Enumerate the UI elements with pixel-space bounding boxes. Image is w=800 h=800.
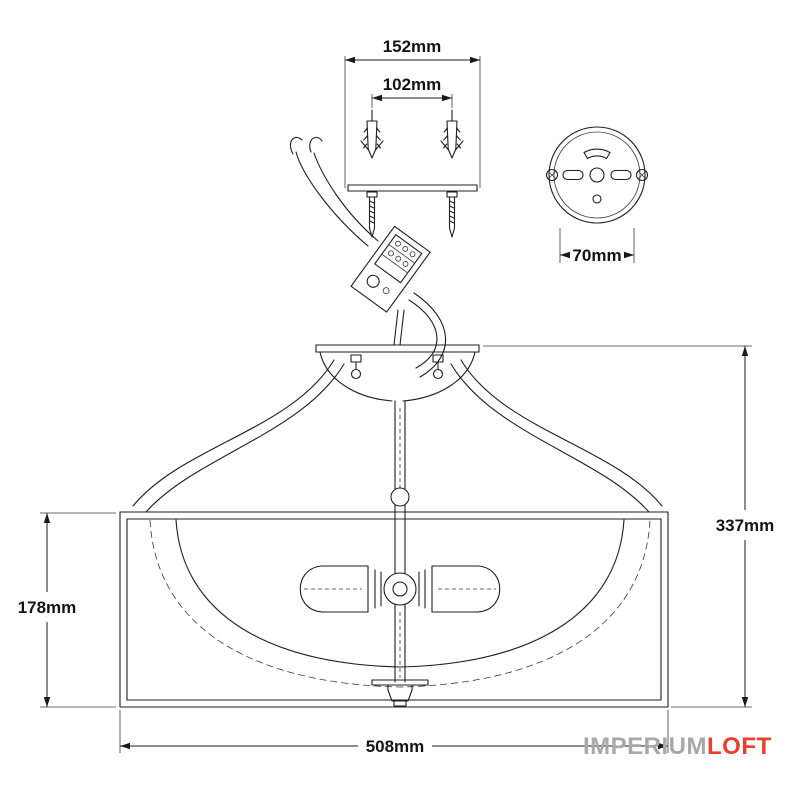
plate-center-hole <box>589 167 605 183</box>
watermark-brand-gray: IMPERIUM <box>583 733 707 760</box>
wire <box>295 151 369 247</box>
mounting-strap <box>347 184 478 192</box>
wire <box>313 152 379 242</box>
plate-arc-slot <box>583 148 611 160</box>
terminal-block <box>374 234 423 284</box>
plate-slot-right <box>610 169 632 181</box>
dim-label-508: 508mm <box>366 737 425 756</box>
plate-screw-left <box>545 168 559 182</box>
arm-right-outer <box>460 359 663 507</box>
dim-label-102: 102mm <box>383 75 442 94</box>
shade-outer-frame <box>119 511 669 708</box>
arrowhead <box>345 56 355 64</box>
mounting-screw-right <box>446 191 458 238</box>
dim-label-70: 70mm <box>572 246 621 265</box>
dim-bracket-width: 152mm <box>345 37 480 64</box>
power-wires <box>289 136 379 247</box>
dim-fixture-height: 337mm <box>483 345 775 708</box>
arrowhead <box>442 94 452 102</box>
wires-to-canopy <box>408 292 447 378</box>
canopy-bell-left <box>319 351 393 402</box>
dim-shade-height: 178mm <box>18 512 116 708</box>
canopy-hook-right <box>432 354 444 380</box>
arrowhead <box>43 513 51 523</box>
hub-inner <box>392 581 408 597</box>
arrowhead <box>741 697 749 707</box>
plate-outer-ring <box>548 126 646 224</box>
arm-left-inner <box>145 363 345 513</box>
shade-diffuser-curve <box>149 519 651 688</box>
ceiling-plate-top-view: 70mm <box>545 126 649 265</box>
arrowhead <box>43 697 51 707</box>
dim-shade-diameter: 508mm <box>119 710 669 756</box>
bulbs-assembly <box>299 565 501 683</box>
support-arms <box>132 359 663 513</box>
stem-ball <box>390 487 410 507</box>
drum-shade <box>119 511 669 708</box>
dim-anchor-spacing: 102mm <box>372 75 452 102</box>
arrowhead <box>372 94 382 102</box>
center-stem <box>390 400 410 575</box>
bulb-right-glass <box>431 565 501 613</box>
junction-box <box>350 225 431 313</box>
wire-end-curl <box>309 136 323 153</box>
bulb-left-glass <box>299 565 369 613</box>
wire-end-curl <box>289 136 303 155</box>
hanging-loop <box>366 274 380 288</box>
wall-anchor-right <box>440 109 464 159</box>
mounting-hardware-detail: 152mm 102mm <box>344 37 481 238</box>
canopy-hook-left <box>350 354 362 380</box>
plate-inner-ring <box>553 131 641 219</box>
plate-slot-left <box>562 169 584 181</box>
watermark-brand-accent: LOFT <box>707 733 772 760</box>
plate-screw-right <box>635 168 649 182</box>
arm-left-outer <box>132 359 335 507</box>
dim-label-152: 152mm <box>383 37 442 56</box>
dim-plate-diameter: 70mm <box>559 228 635 265</box>
watermark: IMPERIUMLOFT <box>583 733 772 760</box>
center-hub <box>383 572 417 606</box>
arrowhead <box>741 346 749 356</box>
arrowhead <box>120 742 130 750</box>
dim-label-178: 178mm <box>18 598 77 617</box>
bottom-finial <box>371 679 429 707</box>
wall-anchor-left <box>360 109 384 159</box>
arrowhead <box>624 251 634 259</box>
plate-small-hole <box>592 194 602 204</box>
arm-right-inner <box>450 363 650 513</box>
junction-box-body <box>350 225 431 313</box>
arrowhead <box>560 251 570 259</box>
dim-label-337: 337mm <box>716 516 775 535</box>
arrowhead <box>470 56 480 64</box>
hanger-rod <box>393 309 405 346</box>
ceiling-canopy <box>315 344 480 402</box>
shade-inner-wall <box>175 519 625 668</box>
arrowhead <box>658 742 668 750</box>
mounting-screw-left <box>366 191 378 238</box>
canopy-bell-right <box>402 351 476 402</box>
